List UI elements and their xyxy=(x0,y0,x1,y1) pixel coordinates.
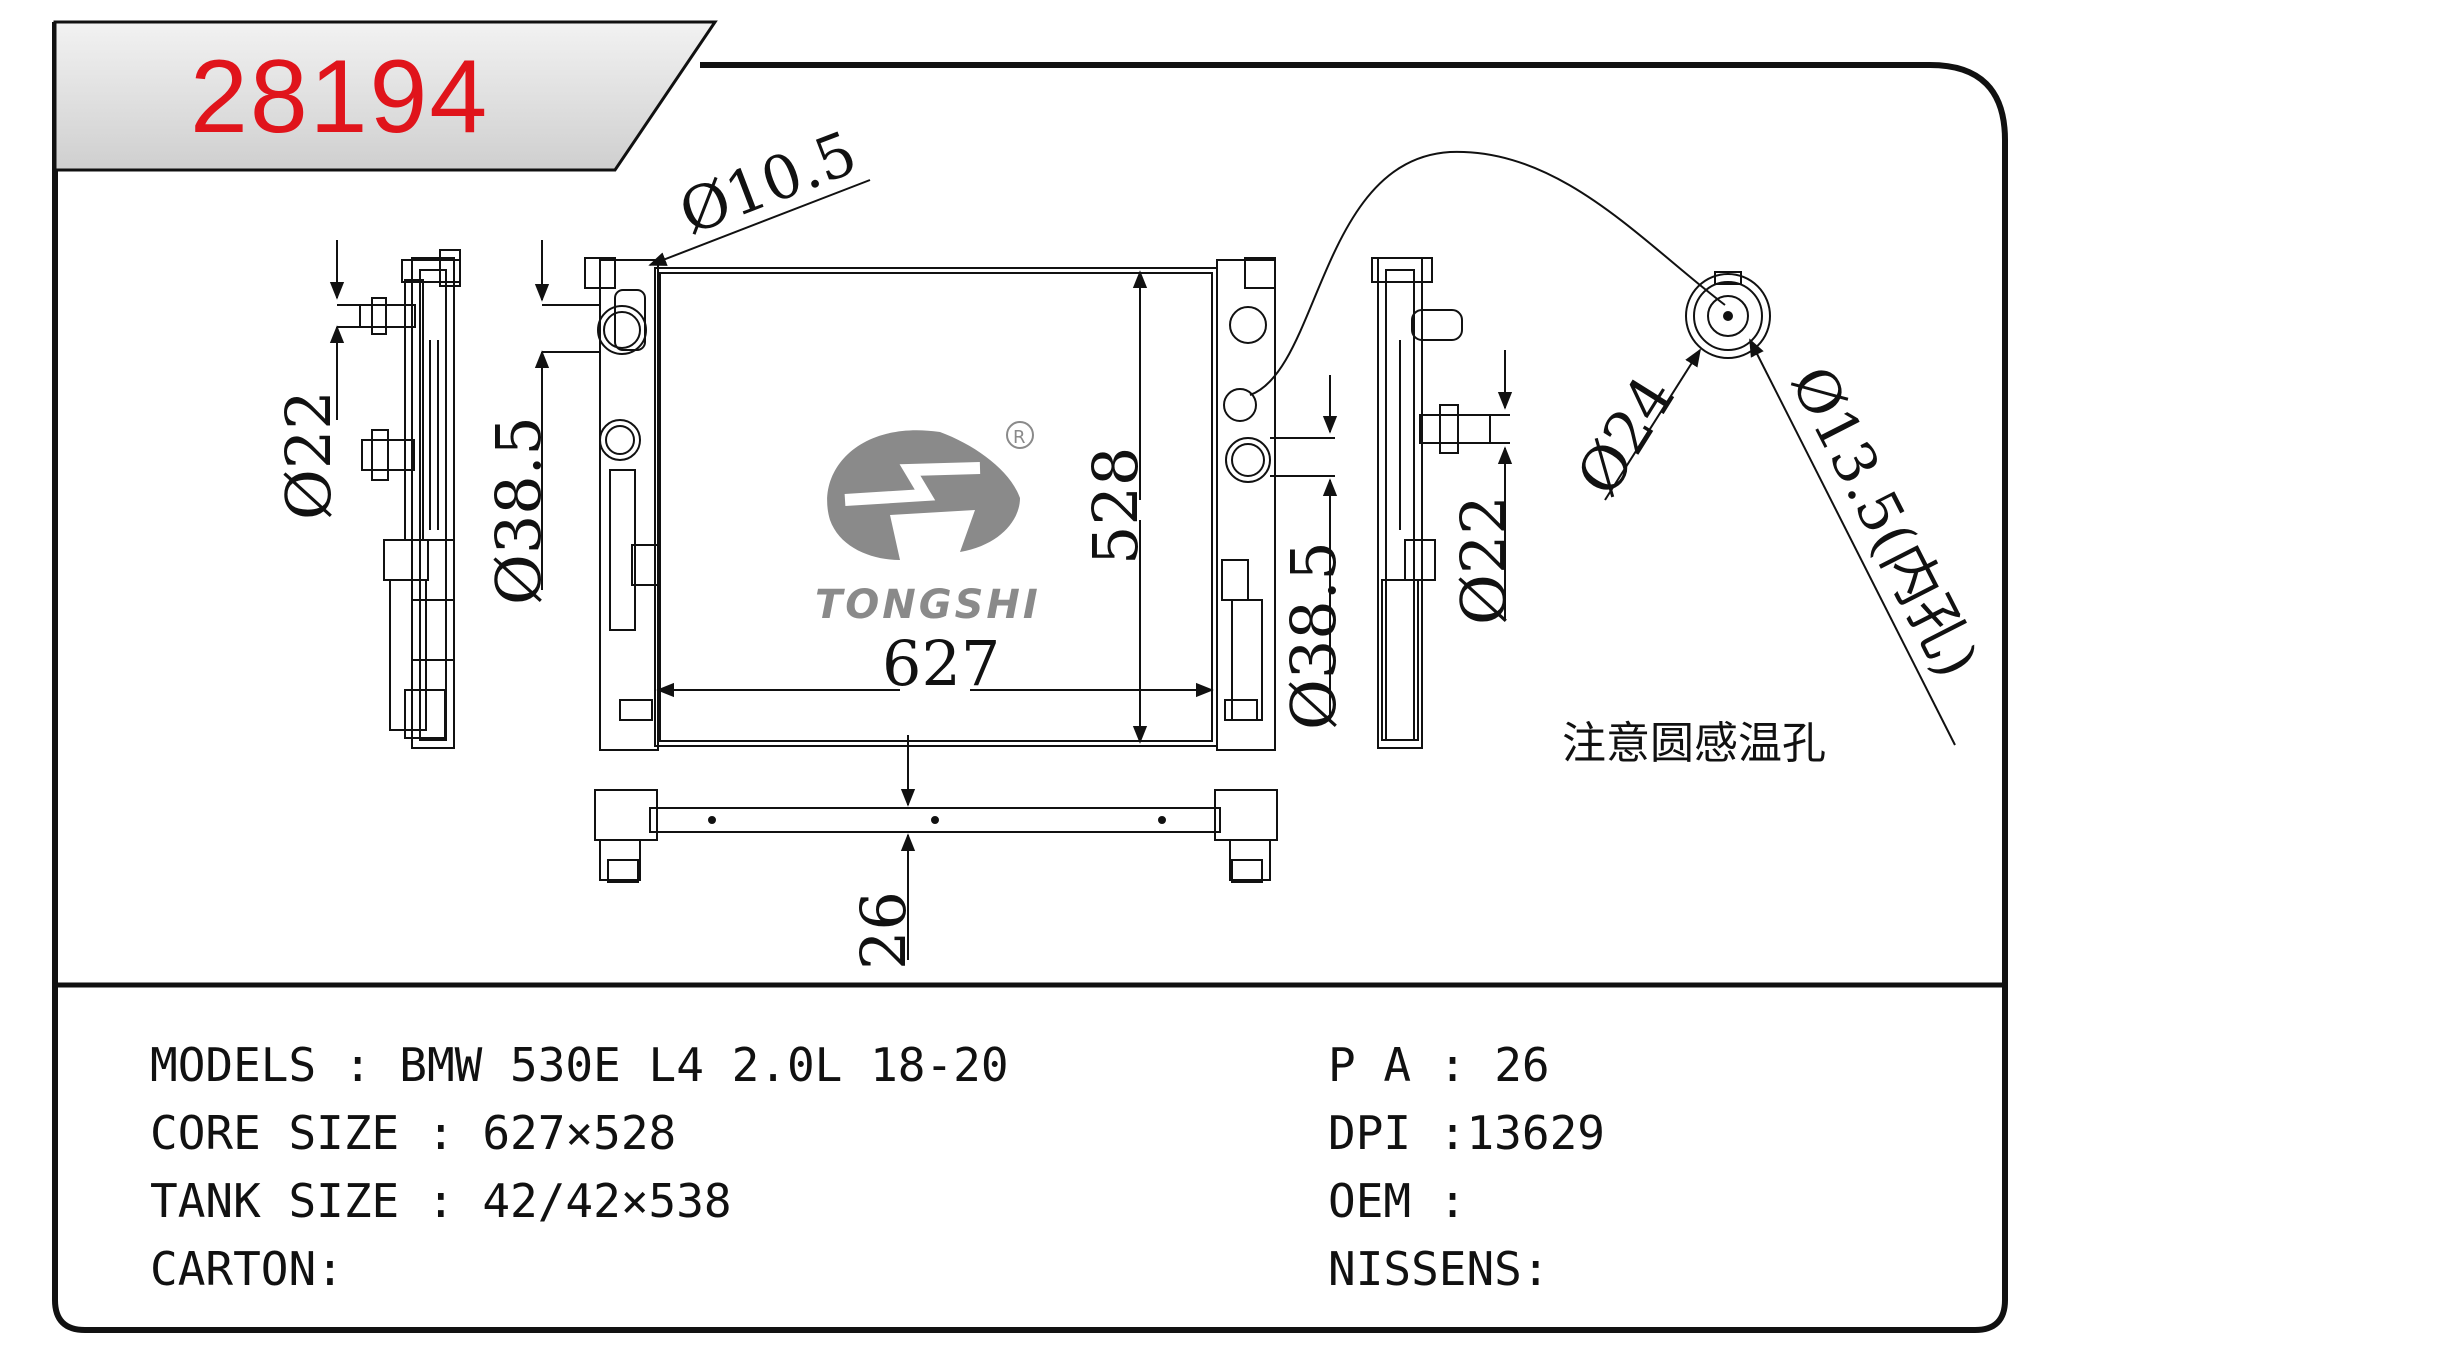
dim-left-38-5-label: Ø38.5 xyxy=(482,416,555,605)
spec-carton: CARTON: xyxy=(150,1242,344,1296)
spec-label: DPI xyxy=(1328,1106,1412,1160)
detail-leader-curve xyxy=(1249,150,1726,396)
dim-right-38-5 xyxy=(1270,375,1338,720)
dim-right-38-5-label: Ø38.5 xyxy=(1277,541,1350,730)
dim-right-22 xyxy=(1490,350,1513,620)
spec-value: BMW 530E L4 2.0L 18-20 xyxy=(399,1038,1009,1092)
radiator-core-front xyxy=(584,257,1276,751)
dim-sensor-outer-label: Ø24 xyxy=(1563,364,1689,508)
spec-label: MODELS xyxy=(150,1038,317,1092)
spec-label: CARTON xyxy=(150,1242,317,1296)
sensor-hole-detail xyxy=(1685,271,1771,359)
spec-value: 42/42×538 xyxy=(482,1174,732,1228)
dim-left-22 xyxy=(329,240,372,420)
spec-oem: OEM : xyxy=(1328,1174,1495,1228)
dim-core-width-label: 627 xyxy=(882,627,1000,700)
part-number: 28194 xyxy=(190,39,490,155)
outer-frame xyxy=(52,22,2008,1333)
dim-top-hole-leader xyxy=(648,179,871,266)
spec-label: NISSENS xyxy=(1328,1242,1522,1296)
spec-label: P A xyxy=(1328,1038,1412,1092)
spec-value: 627×528 xyxy=(482,1106,677,1160)
dim-core-height-label: 528 xyxy=(1079,447,1152,565)
dim-top-hole-label: Ø10.5 xyxy=(670,118,866,249)
spec-dpi: DPI :13629 xyxy=(1328,1106,1605,1160)
spec-nissens: NISSENS: xyxy=(1328,1242,1550,1296)
spec-tank-size: TANK SIZE : 42/42×538 xyxy=(150,1174,732,1228)
dim-sensor-leaders xyxy=(1604,338,1956,746)
spec-value: 13629 xyxy=(1466,1106,1605,1160)
right-tank-side-view xyxy=(1371,257,1491,749)
dim-left-38-5 xyxy=(534,240,600,590)
spec-pa: P A : 26 xyxy=(1328,1038,1550,1092)
tongshi-logo-icon: R TONGSHI xyxy=(815,421,1041,628)
sensor-hole-note: 注意圆感温孔 xyxy=(1562,718,1826,769)
brand-name: TONGSHI xyxy=(815,582,1041,628)
dim-right-22-label: Ø22 xyxy=(1447,495,1520,625)
dim-sensor-inner-label: Ø13.5(内孔) xyxy=(1778,355,1992,687)
left-tank-side-view xyxy=(359,249,461,749)
registered-mark: R xyxy=(1013,427,1026,448)
spec-label: CORE SIZE xyxy=(150,1106,400,1160)
spec-models: MODELS : BMW 530E L4 2.0L 18-20 xyxy=(150,1038,1009,1092)
bottom-thickness-view xyxy=(594,789,1278,883)
dim-left-22-label: Ø22 xyxy=(272,390,345,520)
dim-thickness-label: 26 xyxy=(847,891,920,970)
spec-value: 26 xyxy=(1494,1038,1550,1092)
spec-core-size: CORE SIZE : 627×528 xyxy=(150,1106,677,1160)
spec-label: OEM xyxy=(1328,1174,1412,1228)
spec-label: TANK SIZE xyxy=(150,1174,400,1228)
part-number-band xyxy=(53,20,718,172)
